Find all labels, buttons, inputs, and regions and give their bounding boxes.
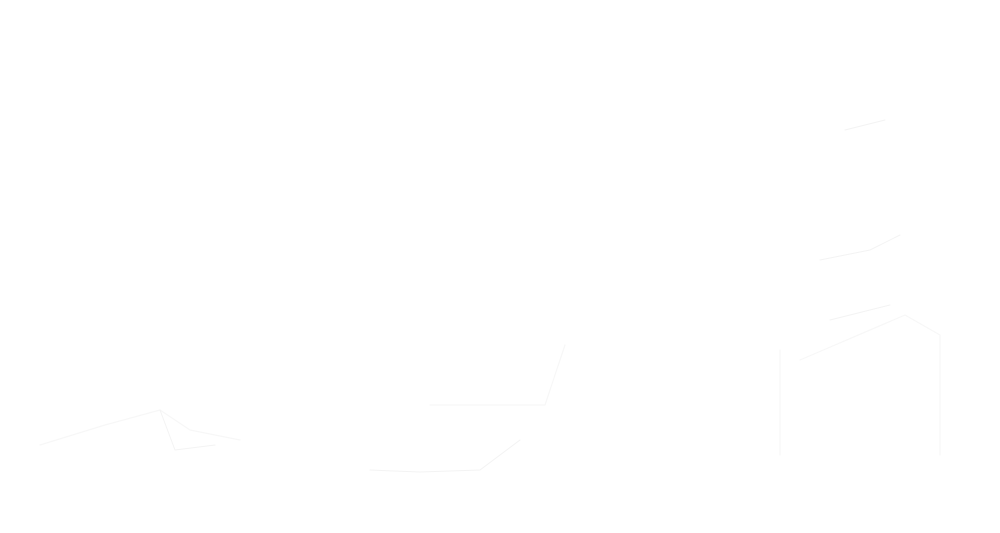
faint-center-line	[369, 439, 521, 473]
faint-left-figure	[39, 409, 241, 446]
faint-center-box	[429, 344, 566, 406]
faint-left-figure-detail	[159, 409, 216, 451]
faint-right-structure	[779, 314, 941, 456]
faint-right-detail	[819, 119, 901, 321]
